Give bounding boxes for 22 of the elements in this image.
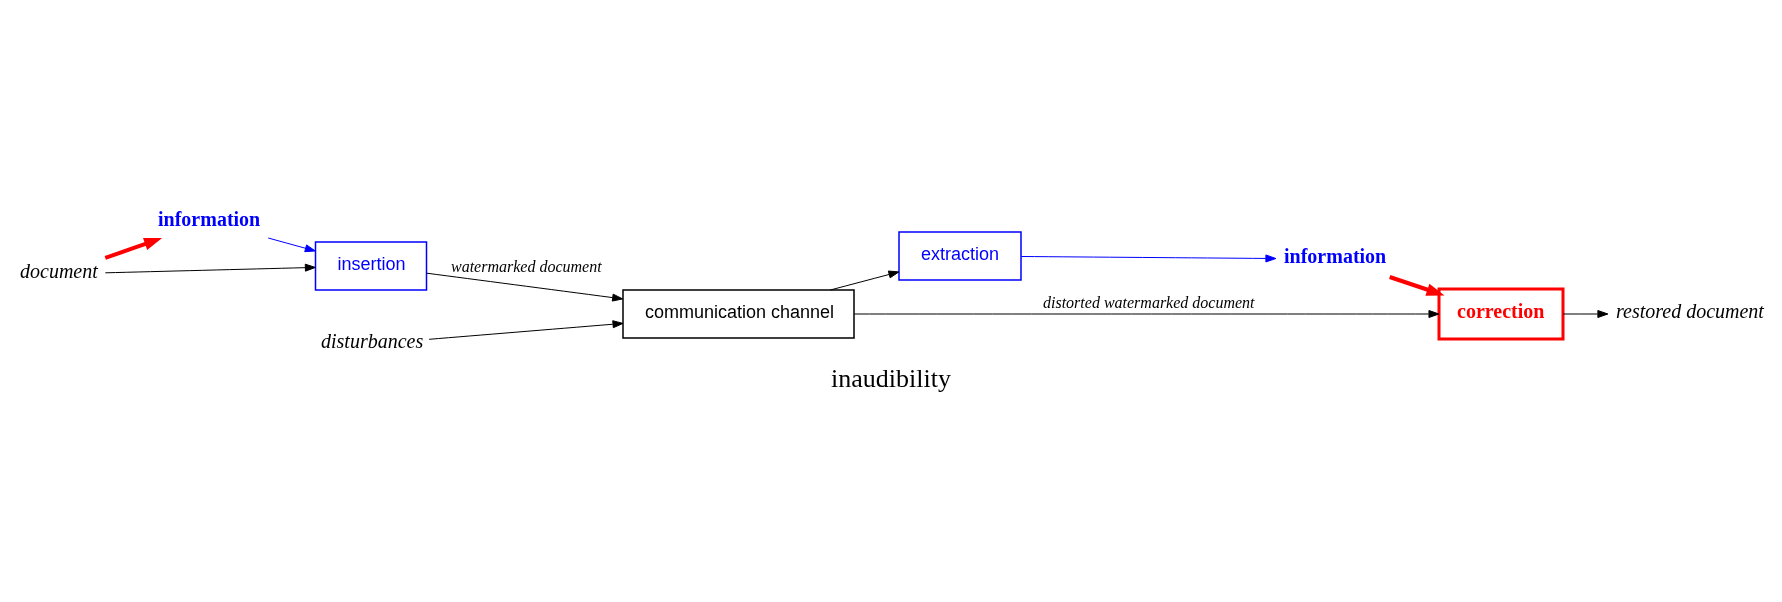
- node-text: restored document: [1616, 299, 1764, 322]
- arrow: [428, 319, 624, 340]
- node-box: insertion: [314, 240, 428, 291]
- node-box: extraction: [898, 230, 1022, 281]
- arrow: [829, 270, 900, 290]
- node-box: communication channel: [622, 288, 855, 339]
- arrow: [1562, 309, 1609, 318]
- edge-label: watermarked document: [451, 257, 602, 275]
- arrow: [104, 263, 316, 273]
- arrow: [426, 272, 624, 302]
- node-box: correction: [1437, 287, 1565, 340]
- node-text: information: [158, 207, 261, 230]
- arrow: [104, 237, 163, 260]
- caption: inaudibility: [831, 363, 951, 393]
- arrow: [1389, 274, 1445, 296]
- arrow: [1020, 253, 1277, 262]
- node-text: disturbances: [321, 329, 424, 352]
- node-text: information: [1284, 244, 1387, 267]
- node-text: document: [20, 259, 98, 282]
- arrow: [853, 309, 1440, 318]
- arrow: [267, 237, 316, 252]
- edge-label: distorted watermarked document: [1043, 293, 1255, 311]
